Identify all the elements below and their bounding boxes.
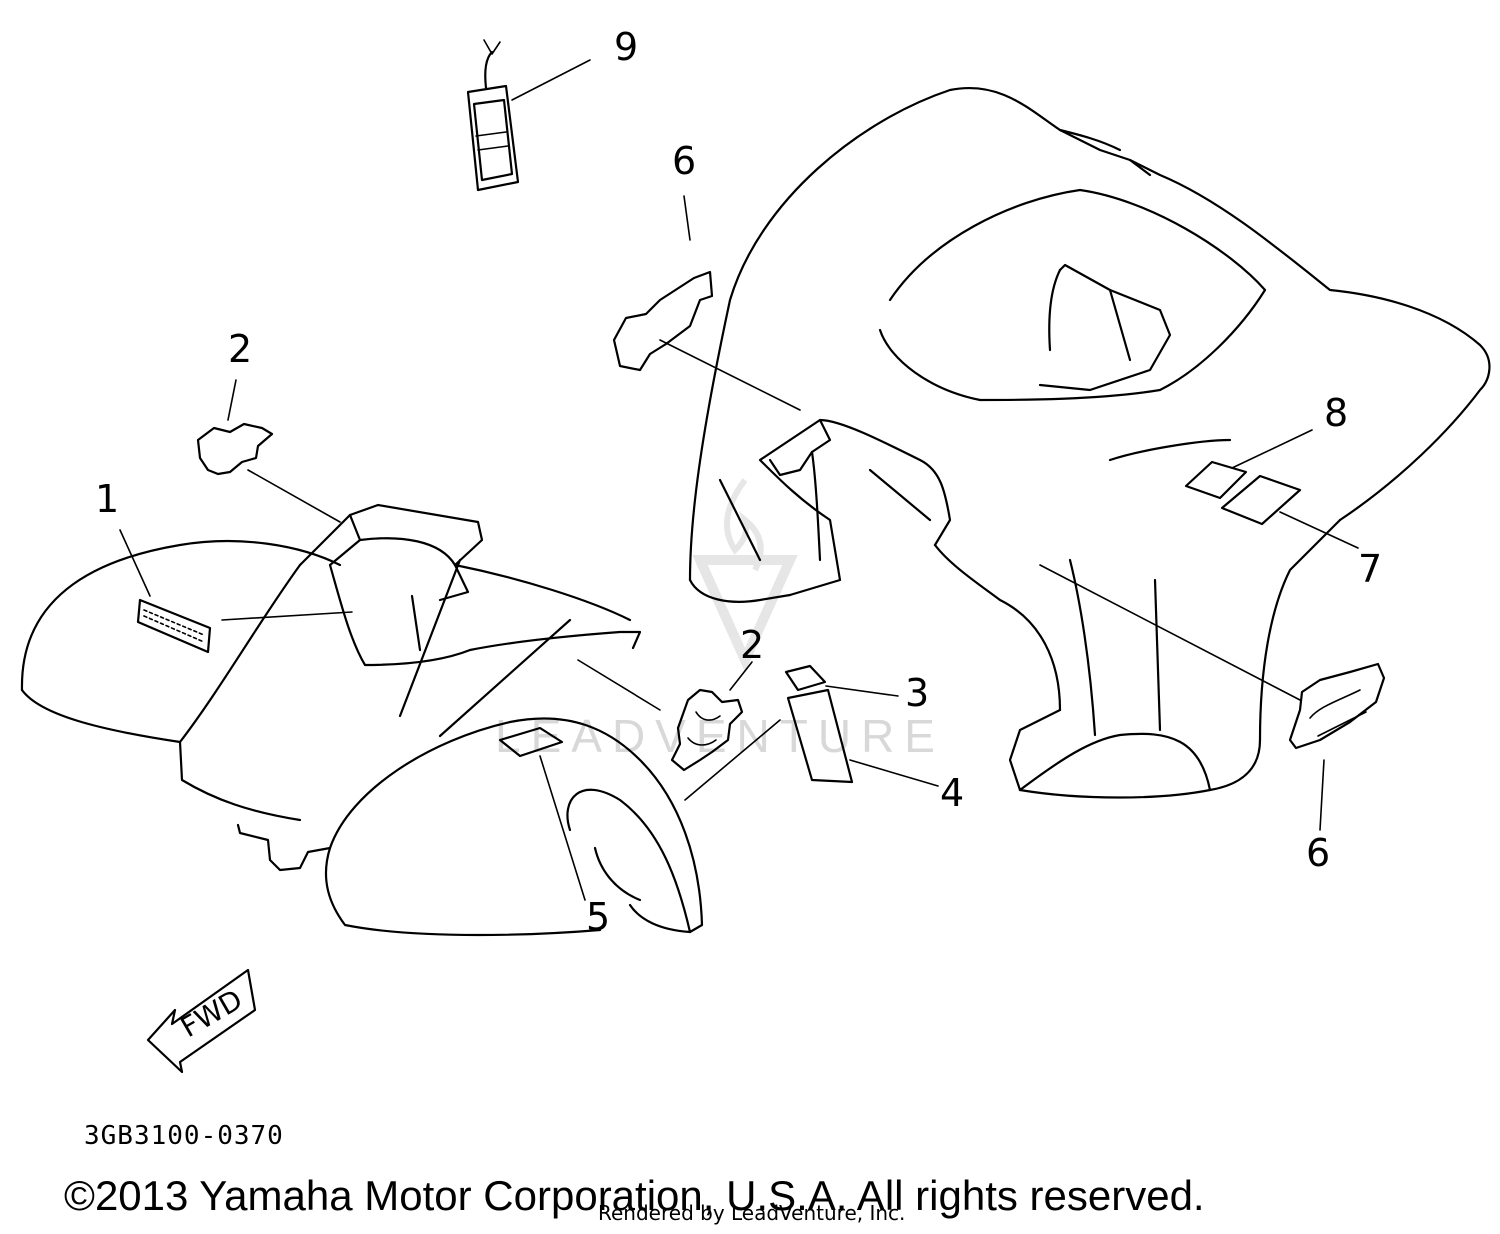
callout-2b: 2 (740, 623, 764, 667)
callout-1: 1 (95, 477, 119, 521)
callout-3: 3 (905, 671, 929, 715)
fwd-arrow-icon: FWD (146, 968, 257, 1074)
decal-2-upper (196, 379, 274, 476)
decal-6-upper (612, 270, 714, 372)
decals-3-4 (784, 664, 939, 787)
decal-9-tag (466, 39, 591, 192)
callout-9: 9 (614, 25, 638, 69)
decal-2-lower (670, 661, 753, 772)
watermark-text: LEADVENTURE (495, 710, 945, 762)
callout-5: 5 (586, 895, 610, 939)
callout-7: 7 (1358, 547, 1382, 591)
callout-8: 8 (1324, 391, 1348, 435)
rendered-by-notice: Rendered by LeadVenture, Inc. (598, 1201, 905, 1225)
watermark-logo (692, 478, 798, 673)
callout-6b: 6 (1306, 831, 1330, 875)
rear-fender (659, 87, 1491, 831)
callout-6a: 6 (672, 139, 696, 183)
decal-6-lower (1288, 662, 1386, 750)
part-number: 3GB3100-0370 (84, 1121, 284, 1151)
copyright-notice: ©2013 Yamaha Motor Corporation, U.S.A. A… (64, 1172, 1205, 1219)
front-fender (20, 469, 781, 937)
callout-2a: 2 (228, 327, 252, 371)
fwd-label: FWD (175, 983, 248, 1044)
callout-4: 4 (940, 771, 964, 815)
